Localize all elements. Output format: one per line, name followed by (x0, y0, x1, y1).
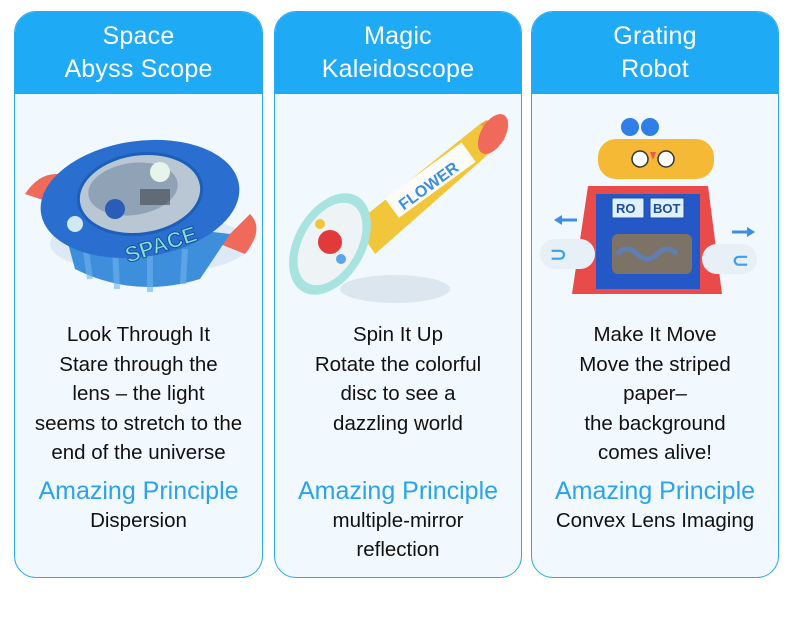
card-description: Make It Move Move the striped paper– the… (532, 320, 778, 535)
card-title-line1: Space (102, 22, 175, 50)
card-header: Grating Robot (532, 12, 778, 94)
card-description: Look Through It Stare through the lens –… (15, 320, 262, 535)
desc-line: paper– (623, 382, 687, 405)
svg-text:⊃: ⊃ (550, 244, 567, 266)
product-card-grating-robot: Grating Robot RO BOT ⊃ ⊂ Ma (531, 11, 779, 578)
bot-label: BOT (653, 201, 681, 216)
desc-line: Rotate the colorful (314, 352, 482, 376)
desc-line: disc to see a (340, 382, 456, 405)
desc-line: comes alive! (598, 441, 712, 464)
card-title-line2: Kaleidoscope (321, 55, 475, 83)
principle-value: Dispersion (90, 508, 187, 532)
kaleidoscope-image: FLOWER (275, 94, 521, 320)
card-title-line2: Abyss Scope (64, 55, 213, 83)
desc-line: seems to stretch to the (34, 411, 243, 435)
spacer (277, 438, 519, 468)
product-card-space-abyss-scope: Space Abyss Scope SPACE Look Through It … (14, 11, 263, 578)
card-description: Spin It Up Rotate the colorful disc to s… (275, 320, 521, 564)
card-heading: Make It Move (593, 323, 717, 346)
desc-line: the background (584, 411, 726, 435)
card-heading: Spin It Up (352, 323, 444, 346)
card-heading: Look Through It (66, 323, 211, 346)
principle-title: Amazing Principle (297, 476, 499, 505)
robot-image: RO BOT ⊃ ⊂ (532, 94, 778, 320)
ro-label: RO (616, 201, 636, 216)
card-title-line1: Grating (613, 22, 697, 50)
principle-title: Amazing Principle (38, 476, 239, 505)
principle-title: Amazing Principle (554, 476, 756, 505)
svg-text:⊂: ⊂ (732, 250, 749, 272)
principle-value: Convex Lens Imaging (555, 508, 755, 532)
desc-line: dazzling world (333, 411, 463, 435)
product-card-magic-kaleidoscope: Magic Kaleidoscope FLOWER Spin It Up Rot… (274, 11, 522, 578)
desc-line: end of the universe (51, 441, 226, 464)
desc-line: Move the striped (579, 352, 731, 376)
card-title-line1: Magic (364, 22, 432, 50)
principle-value: multiple-mirror (332, 508, 464, 532)
principle-value: reflection (356, 537, 440, 561)
card-header: Space Abyss Scope (15, 12, 262, 94)
card-header: Magic Kaleidoscope (275, 12, 521, 94)
desc-line: Stare through the (59, 352, 218, 376)
space-scope-image: SPACE (15, 94, 262, 320)
card-title-line2: Robot (621, 55, 689, 83)
desc-line: lens – the light (72, 382, 205, 405)
